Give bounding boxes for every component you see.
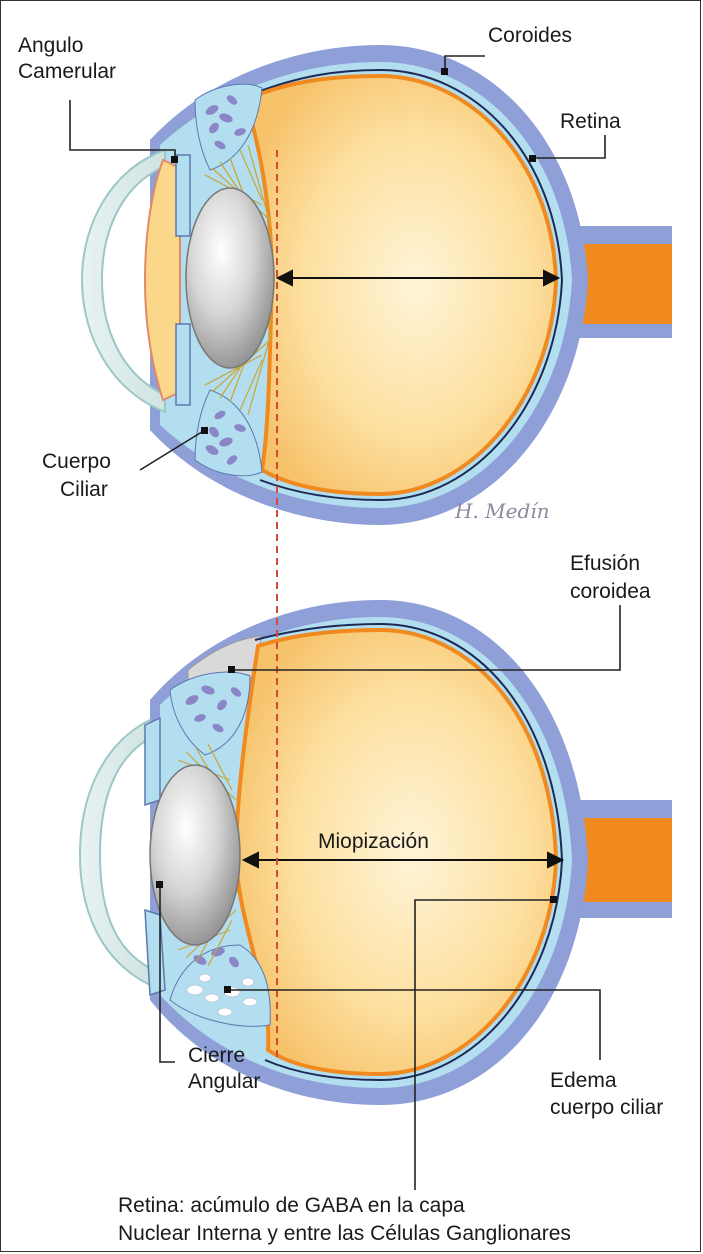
- label-efusion-line1: Efusión: [570, 552, 640, 575]
- leader-angulo-dot: [171, 156, 178, 163]
- label-angulo-line1: Angulo: [18, 34, 83, 57]
- label-signature: H. Medín: [454, 499, 550, 523]
- label-retina-note-line1: Retina: acúmulo de GABA en la capa: [118, 1194, 465, 1217]
- leader-edema-dot: [224, 986, 231, 993]
- label-angulo-line2: Camerular: [18, 60, 116, 83]
- leader-coroides-dot: [441, 68, 448, 75]
- bottom-cornea: [80, 720, 150, 985]
- top-iris-upper: [176, 155, 190, 236]
- top-lens: [186, 188, 274, 368]
- bottom-lens: [150, 765, 240, 945]
- label-edema-line2: cuerpo ciliar: [550, 1096, 663, 1119]
- leader-efusion-dot: [228, 666, 235, 673]
- label-retina: Retina: [560, 110, 621, 133]
- label-efusion-line2: coroidea: [570, 580, 651, 603]
- label-cuerpo-line1: Cuerpo: [42, 450, 111, 473]
- leader-retina-dot: [529, 155, 536, 162]
- leader-cierre-dot: [156, 881, 163, 888]
- leader-retina-note-dot: [550, 896, 557, 903]
- bottom-iris-upper: [145, 718, 160, 805]
- label-cuerpo-line2: Ciliar: [60, 478, 108, 501]
- label-miopizacion: Miopización: [318, 830, 429, 853]
- top-iris-lower: [176, 324, 190, 405]
- label-cierre-line1: Cierre: [188, 1044, 245, 1067]
- label-coroides: Coroides: [488, 24, 572, 47]
- label-edema-line1: Edema: [550, 1069, 617, 1092]
- leader-cuerpo-dot: [201, 427, 208, 434]
- label-cierre-line2: Angular: [188, 1070, 260, 1093]
- label-retina-note-line2: Nuclear Interna y entre las Células Gang…: [118, 1222, 571, 1245]
